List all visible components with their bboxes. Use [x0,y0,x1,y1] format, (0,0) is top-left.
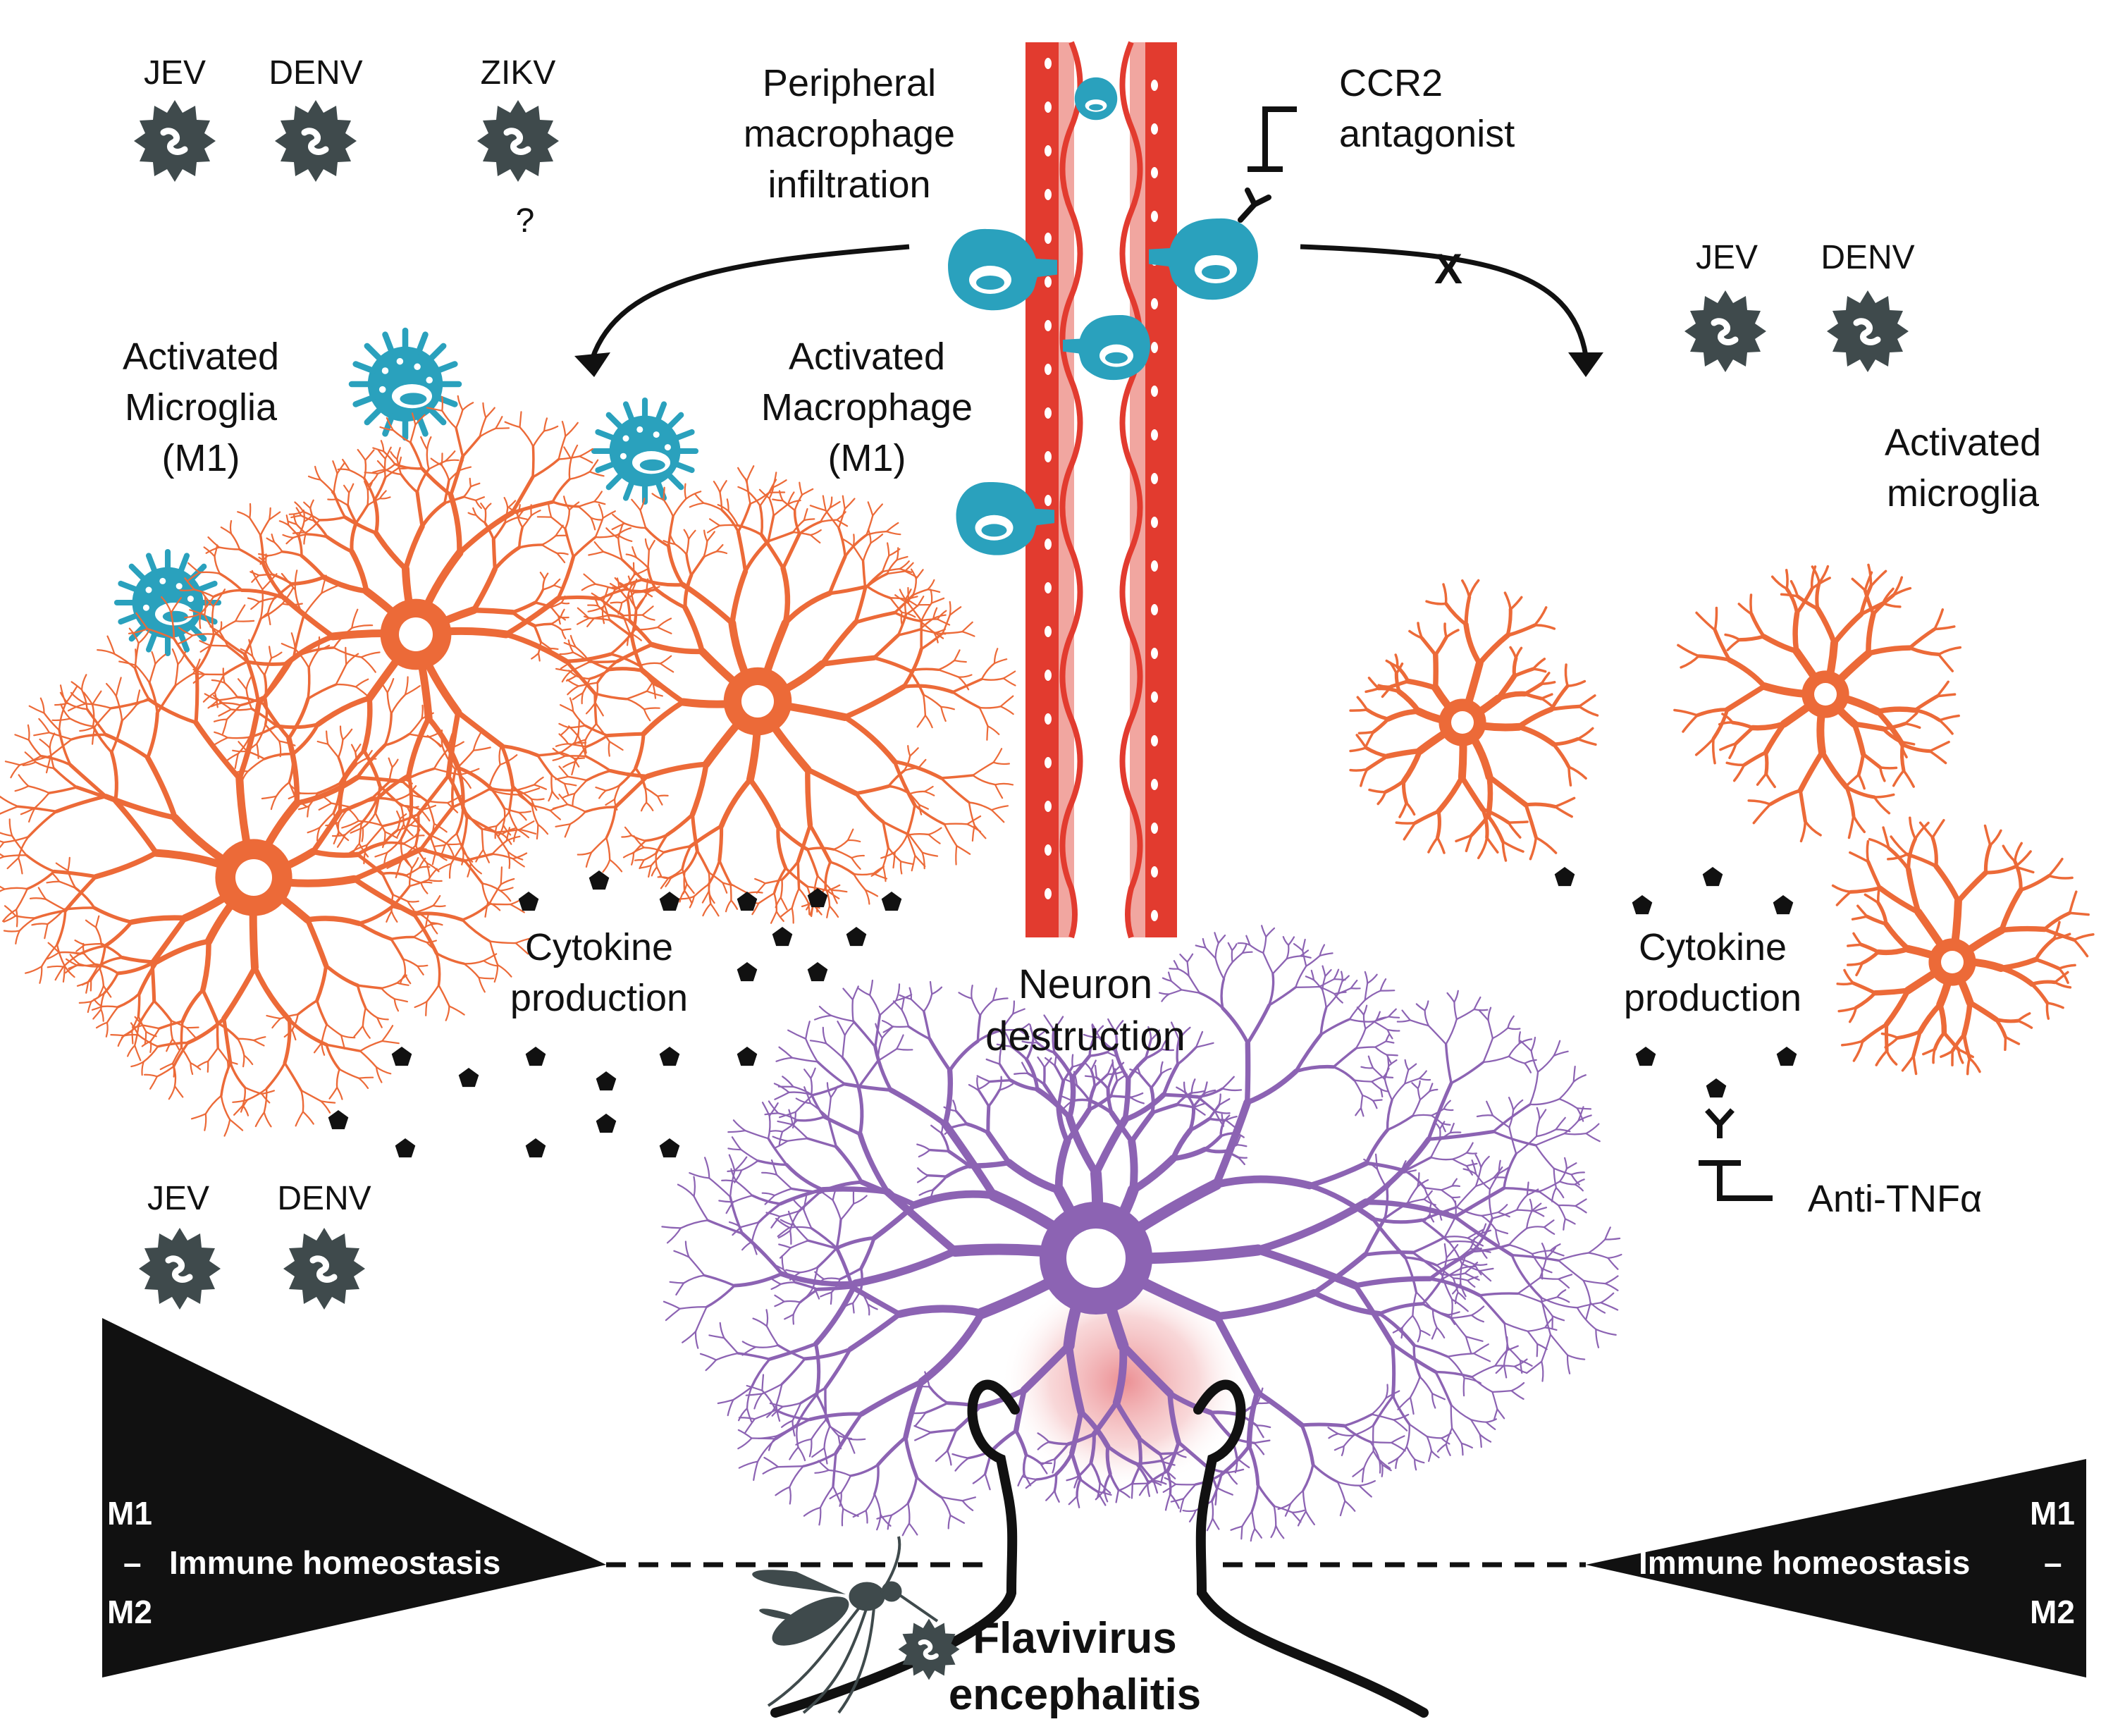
neuron [661,925,1622,1542]
virus-label-jev-right: JEV [1695,239,1758,276]
virus-label-denv-right: DENV [1821,239,1915,276]
anti-tnf-alpha-label: Anti-TNFα [1808,1178,1983,1220]
cytokine-production-right-label: Cytokine production [1623,926,1802,1019]
wedge-left-dash: – [123,1544,142,1581]
virus-icon [134,100,216,182]
microglia-cells [0,395,2095,1137]
virus-icon [1827,290,1909,372]
virus-icon [139,1228,221,1310]
virus-label-denv-top-left: DENV [269,54,363,92]
wedge-left-immune-homeostasis: Immune homeostasis [169,1544,501,1581]
wedge-right-dash: – [2044,1544,2062,1581]
wedge-right-immune-homeostasis: Immune homeostasis [1639,1544,1971,1581]
wedge-right-m1: M1 [2030,1495,2075,1532]
peripheral-macrophages [948,77,1271,555]
immune-wedge-right [1586,1459,2086,1677]
ccr2-inhibitor-symbol [1248,106,1297,172]
zikv-question-mark: ? [515,202,535,240]
virus-label-zikv: ZIKV [480,54,556,92]
virus-icon [477,100,559,182]
wedge-left-m2: M2 [107,1594,152,1630]
infiltration-arrows [574,244,1603,377]
activated-microglia-m1-label: Activated Microglia (M1) [122,335,280,479]
blood-vessel [1025,41,1177,939]
virus-label-denv-bottom-left: DENV [277,1180,371,1217]
anti-tnf-inhibitor-symbol [1699,1108,1773,1201]
axon-outline [770,1379,1429,1718]
virus-icon [283,1228,365,1310]
cytokine-markers [328,867,1797,1158]
immune-wedge-left [102,1318,606,1677]
virus-icon [275,100,357,182]
flavivirus-encephalitis-label: Flavivirus encephalitis [948,1614,1202,1719]
wedge-right-m2: M2 [2030,1594,2075,1630]
activated-macrophage-m1-label: Activated Macrophage (M1) [760,335,973,479]
activated-microglia-right-label: Activated microglia [1884,421,2042,515]
ccr2-antagonist-label: CCR2 antagonist [1339,62,1515,155]
mosquito-icon [752,1536,939,1714]
blocked-x-mark: X [1434,245,1463,293]
neuron-destruction-label: Neuron destruction [985,961,1185,1059]
peripheral-infiltration-label: Peripheral macrophage infiltration [743,62,956,206]
virus-label-jev-top-left: JEV [143,54,207,92]
virus-icon [1684,290,1766,372]
virus-label-jev-bottom-left: JEV [147,1180,210,1217]
cytokine-production-left-label: Cytokine production [510,926,689,1019]
wedge-left-m1: M1 [107,1495,152,1532]
